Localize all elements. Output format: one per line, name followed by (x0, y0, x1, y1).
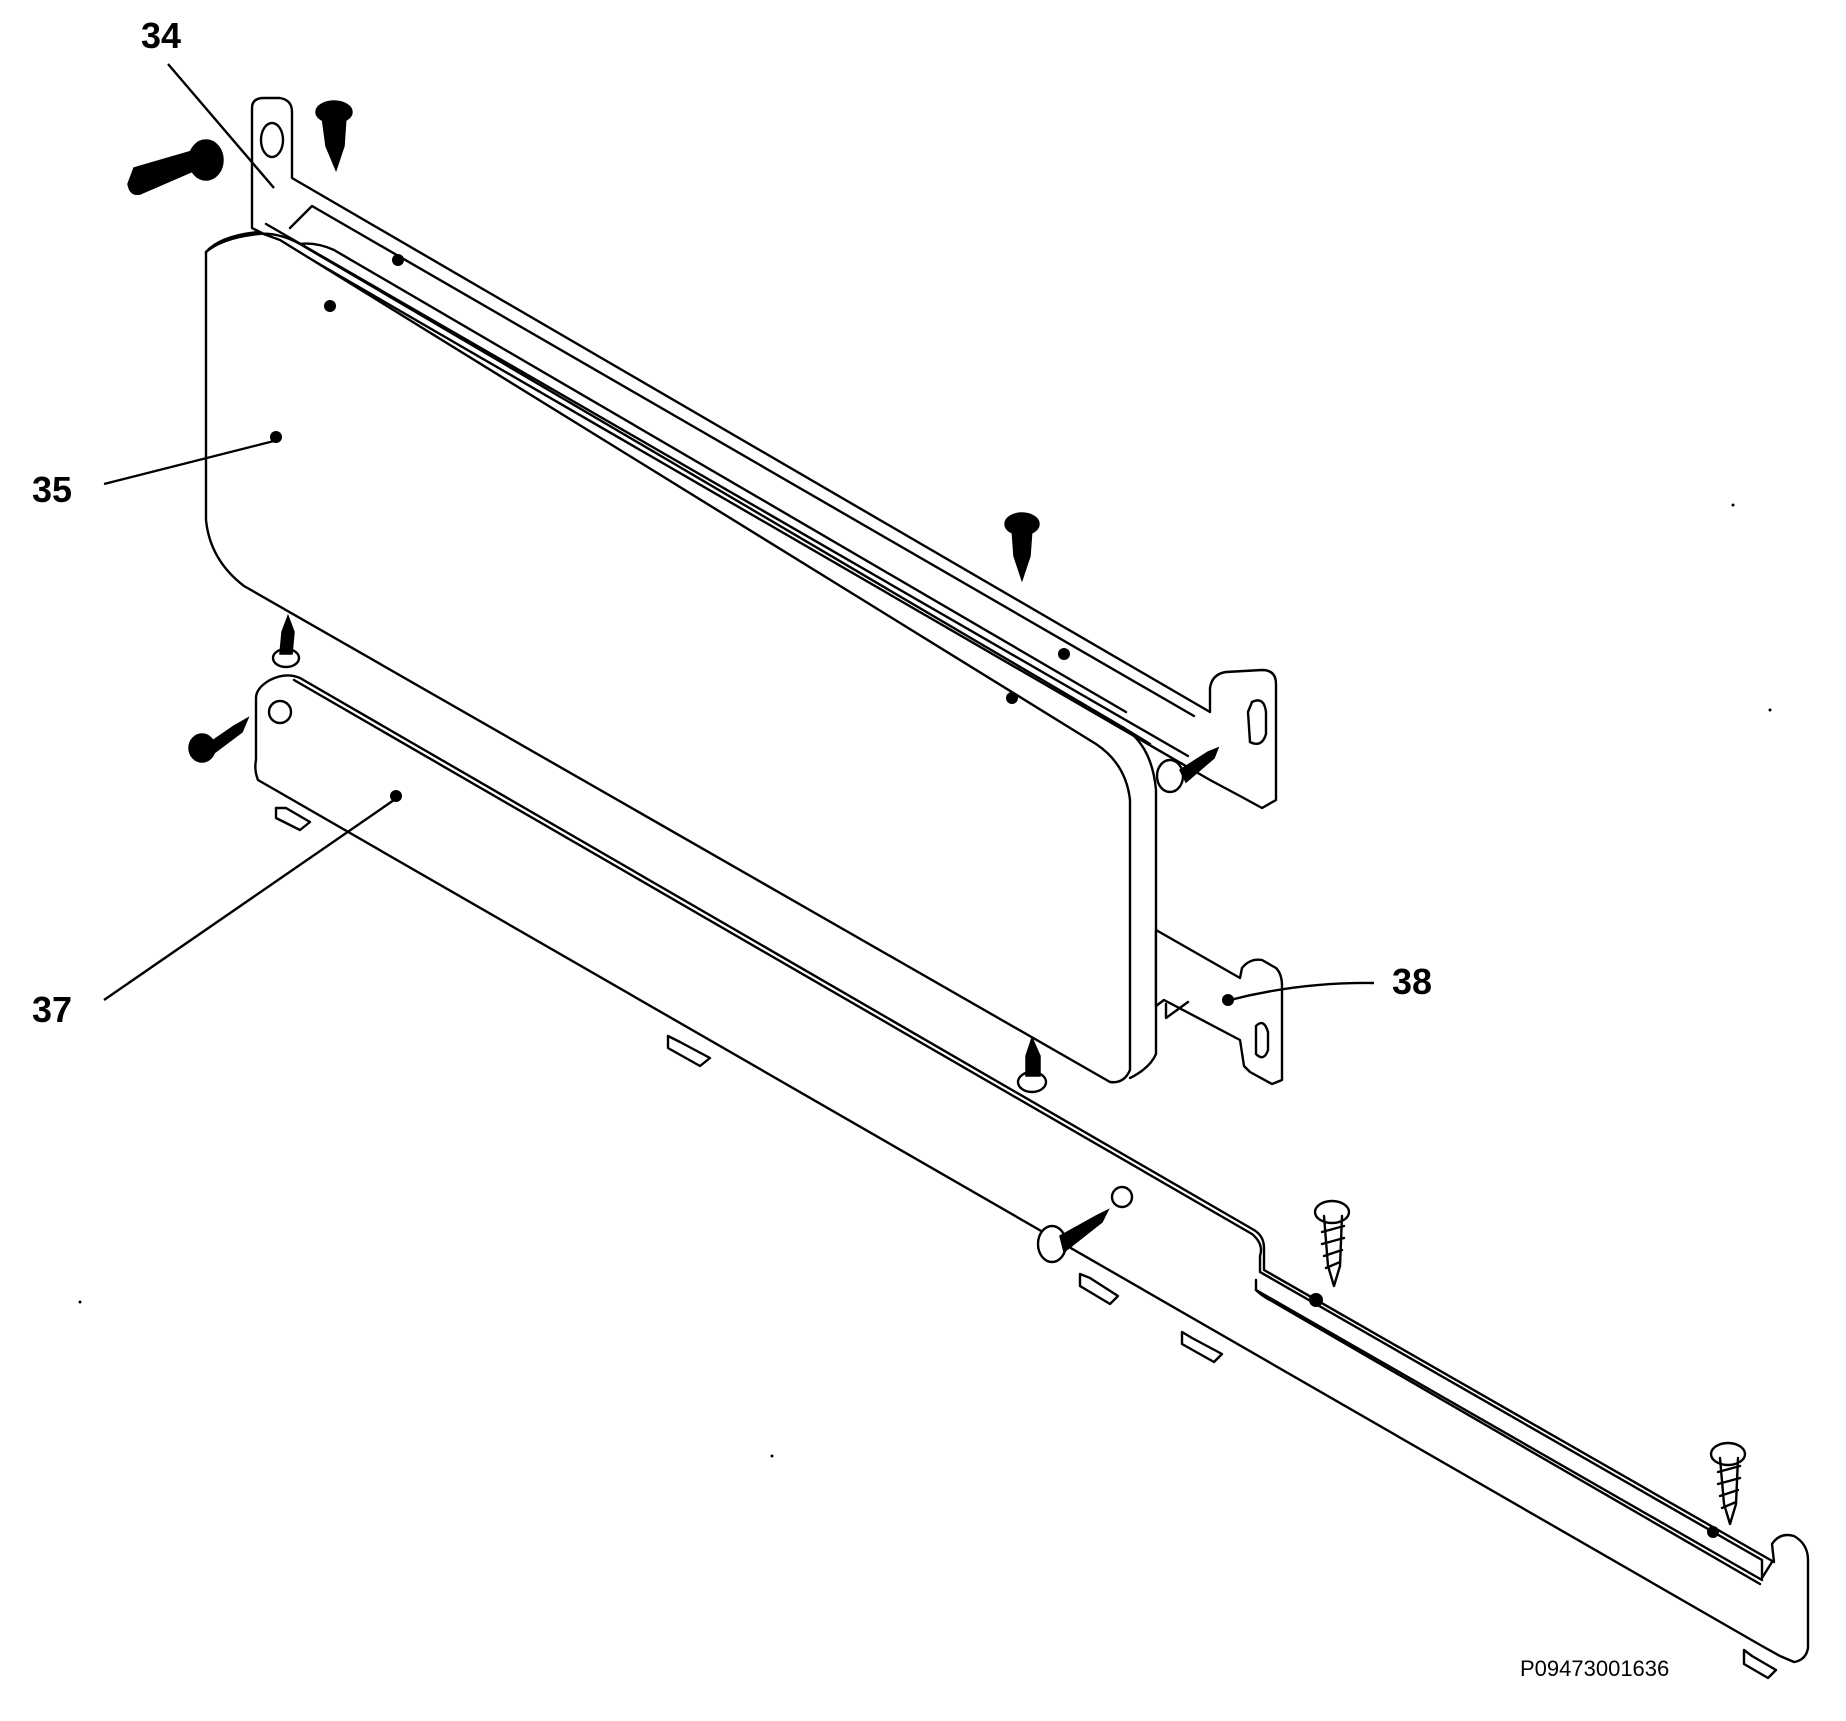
lower-kickplate-strip (254, 674, 1810, 1680)
screw-panel-bottom (1016, 1035, 1048, 1094)
leader-lines (103, 63, 1375, 1002)
screw-strip-right-2 (1709, 1441, 1747, 1526)
callout-38: 38 (1392, 961, 1433, 1002)
screw-bolt-top-left (127, 139, 224, 196)
screw-lower-left-vertical (271, 613, 301, 669)
screw-strip-middle (1036, 1208, 1110, 1264)
callout-37: 37 (32, 989, 73, 1030)
drawing-reference-code: P09473001636 (1520, 1656, 1670, 1681)
upper-bracket-rail (250, 96, 1278, 810)
lower-right-bracket (1154, 928, 1284, 1086)
callout-34: 34 (141, 15, 182, 56)
screw-rail-middle (1004, 512, 1040, 583)
screw-lower-left-horizontal (188, 716, 250, 763)
scan-specks (78, 503, 1772, 1458)
front-panel (204, 230, 1158, 1084)
screw-panel-right (1155, 746, 1220, 794)
screw-top-center (315, 100, 353, 173)
callout-35: 35 (32, 469, 73, 510)
screw-strip-right-1 (1313, 1199, 1351, 1288)
